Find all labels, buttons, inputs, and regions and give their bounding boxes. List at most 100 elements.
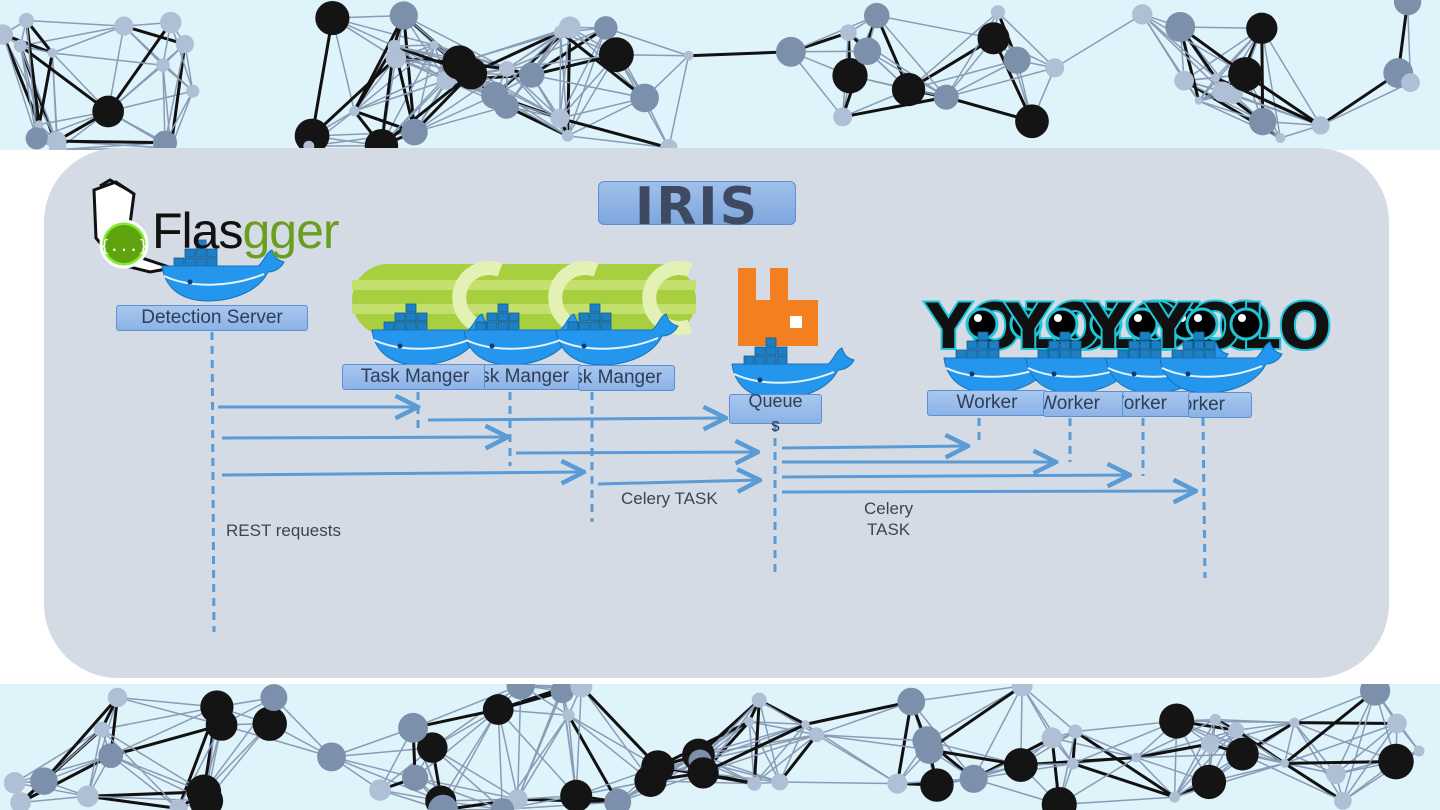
network-edge [101, 728, 180, 810]
network-edge [20, 795, 88, 804]
network-node [990, 5, 1006, 20]
task-manager-label-1: Task Manger [342, 364, 488, 390]
network-node [977, 22, 1010, 55]
network-edge [1173, 719, 1217, 798]
task-manager-label-3-text: Task Manger [579, 367, 662, 388]
network-node [252, 706, 287, 741]
network-edge [568, 714, 651, 782]
network-edge [758, 699, 818, 736]
network-edge [19, 45, 38, 139]
network-node [840, 24, 857, 42]
network-node [1246, 12, 1278, 44]
network-edge [56, 139, 166, 145]
network-node [498, 61, 515, 77]
arrow-rest-2 [221, 437, 508, 438]
arrow-task-3 [597, 480, 760, 484]
network-graphic-bottom [3, 684, 1425, 810]
network-node [1165, 12, 1196, 42]
flasgger-wordmark: Flasgger [152, 202, 340, 260]
message-arrows [218, 407, 1196, 492]
network-node [398, 712, 429, 743]
network-node [1228, 57, 1263, 92]
network-node [518, 62, 545, 88]
task-manager-label-3: Task Manger [578, 365, 675, 391]
queues-label-text: Queues [748, 391, 803, 435]
network-edge [1135, 757, 1176, 798]
network-edge [403, 14, 508, 70]
network-node [92, 95, 124, 128]
network-node [389, 1, 418, 30]
network-node [401, 118, 428, 146]
network-node [417, 732, 448, 763]
network-node [683, 50, 694, 61]
network-node [1225, 737, 1259, 771]
diagram-title: IRIS [598, 181, 796, 233]
network-node [1194, 96, 1203, 105]
network-edge [575, 686, 583, 796]
network-edge [221, 724, 332, 758]
network-edge [702, 722, 807, 775]
network-node [385, 47, 407, 69]
network-edge [110, 723, 222, 758]
network-edge [123, 24, 186, 46]
network-edge [332, 17, 435, 46]
network-node [887, 773, 908, 794]
network-node [47, 48, 58, 58]
network-node [915, 735, 944, 764]
network-edge [506, 27, 607, 70]
network-node [641, 750, 675, 784]
network-node [34, 120, 44, 130]
network-edge [559, 32, 562, 119]
network-edge [805, 700, 912, 726]
network-edge [1136, 753, 1243, 759]
flasgger-wordmark-green: gger [242, 203, 339, 259]
queues-label: Queues [729, 391, 822, 435]
network-node [47, 131, 67, 150]
network-edge [101, 706, 218, 731]
network-node [1068, 724, 1083, 739]
network-edge [945, 67, 1055, 98]
network-node [1209, 713, 1222, 726]
arrow-task-1 [427, 418, 726, 420]
network-edge [26, 19, 124, 27]
network-edge [876, 14, 994, 40]
network-node [863, 2, 890, 29]
network-edge [117, 696, 222, 726]
network-edge [516, 691, 563, 800]
network-node [10, 792, 31, 810]
network-node [1003, 748, 1038, 782]
network-edge [1054, 13, 1143, 69]
network-node [364, 129, 399, 150]
network-node [93, 721, 110, 738]
network-edge [87, 795, 207, 802]
network-edge [412, 684, 522, 729]
rest-requests-note: REST requests [226, 521, 341, 540]
network-node [30, 767, 58, 795]
network-edge [567, 714, 620, 803]
network-node [402, 764, 429, 791]
network-edge [688, 50, 791, 58]
network-edge [559, 27, 607, 119]
network-node [570, 684, 593, 698]
network-edge [779, 781, 898, 785]
network-edge [394, 44, 435, 47]
task-manager-label-2-text: Task Manger [485, 366, 569, 387]
network-node [853, 37, 882, 66]
network-edge [816, 734, 927, 742]
network-edge [816, 734, 930, 751]
network-edge [698, 723, 806, 756]
network-edge [1075, 730, 1137, 759]
network-node [1228, 722, 1245, 739]
network-node [175, 34, 195, 54]
network-edge [1342, 723, 1398, 802]
network-node [891, 72, 926, 107]
network-node [1169, 791, 1181, 803]
detection-server-label: Detection Server [116, 305, 308, 331]
network-edge [170, 22, 194, 92]
network-node [809, 727, 825, 743]
network-edge [568, 714, 659, 768]
network-edge [110, 706, 218, 757]
network-edge [1284, 760, 1396, 765]
network-node [107, 687, 128, 708]
